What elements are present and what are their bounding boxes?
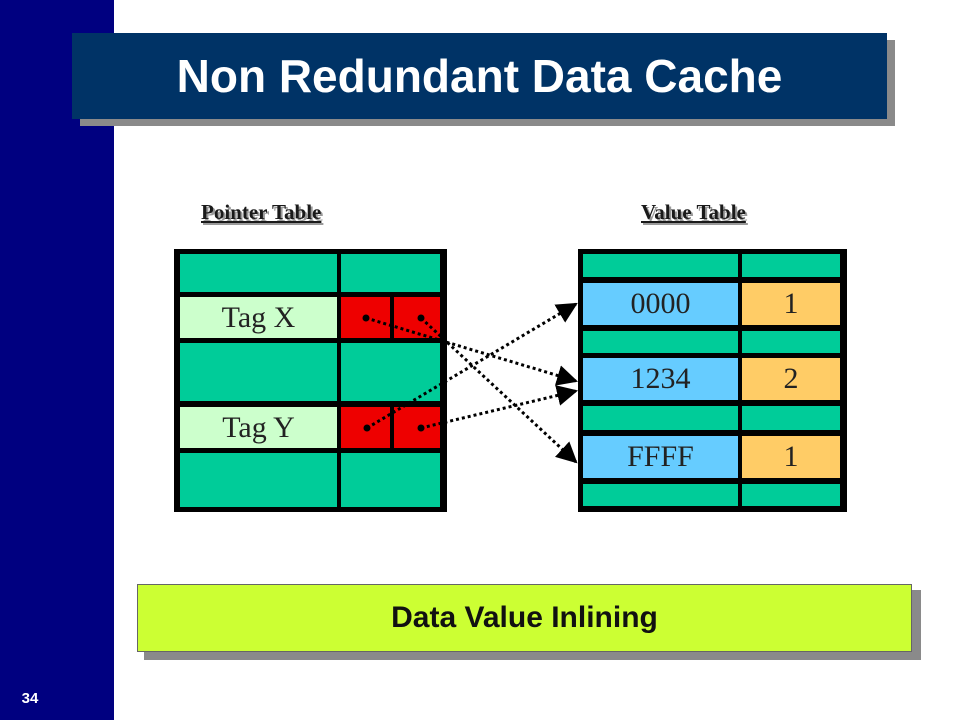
pointer-arrow xyxy=(365,316,579,386)
value-table: 0000 1 1234 2 FFFF 1 xyxy=(578,249,847,512)
value-table-cell xyxy=(742,331,840,353)
pointer-arrow xyxy=(366,302,578,430)
pointer-table-cell xyxy=(341,453,440,507)
pointer-arrow xyxy=(420,385,579,430)
value-table-cell xyxy=(583,406,738,430)
value-table-cell xyxy=(583,331,738,353)
tag-x-cell: Tag X xyxy=(180,297,337,338)
value-table-cell xyxy=(742,484,840,506)
value-cell: 1234 xyxy=(583,358,738,400)
footer-caption: Data Value Inlining xyxy=(137,584,912,652)
pointer-dot xyxy=(417,314,425,322)
value-table-cell xyxy=(583,254,738,277)
pointer-table-cell xyxy=(180,453,337,507)
pointer-cell xyxy=(394,407,440,448)
count-cell: 1 xyxy=(742,283,840,325)
pointer-table-cell xyxy=(341,254,440,292)
value-cell: FFFF xyxy=(583,436,738,478)
value-table-cell xyxy=(583,484,738,506)
pointer-cell xyxy=(394,297,440,338)
slide-title: Non Redundant Data Cache xyxy=(72,33,887,119)
count-cell: 1 xyxy=(742,436,840,478)
pointer-arrow xyxy=(419,316,578,464)
page-number: 34 xyxy=(21,690,39,707)
pointer-table-label: Pointer Table xyxy=(201,200,322,224)
count-cell: 2 xyxy=(742,358,840,400)
value-table-label: Value Table xyxy=(641,200,746,224)
value-table-cell xyxy=(742,254,840,277)
pointer-table-cell xyxy=(180,343,337,401)
pointer-table-cell xyxy=(341,343,440,401)
pointer-dot xyxy=(362,314,370,322)
tag-y-cell: Tag Y xyxy=(180,407,337,448)
value-cell: 0000 xyxy=(583,283,738,325)
pointer-dot xyxy=(363,424,371,432)
pointer-dot xyxy=(417,424,425,432)
pointer-table-cell xyxy=(180,254,337,292)
value-table-cell xyxy=(742,406,840,430)
pointer-table: Tag X Tag Y xyxy=(174,249,447,512)
